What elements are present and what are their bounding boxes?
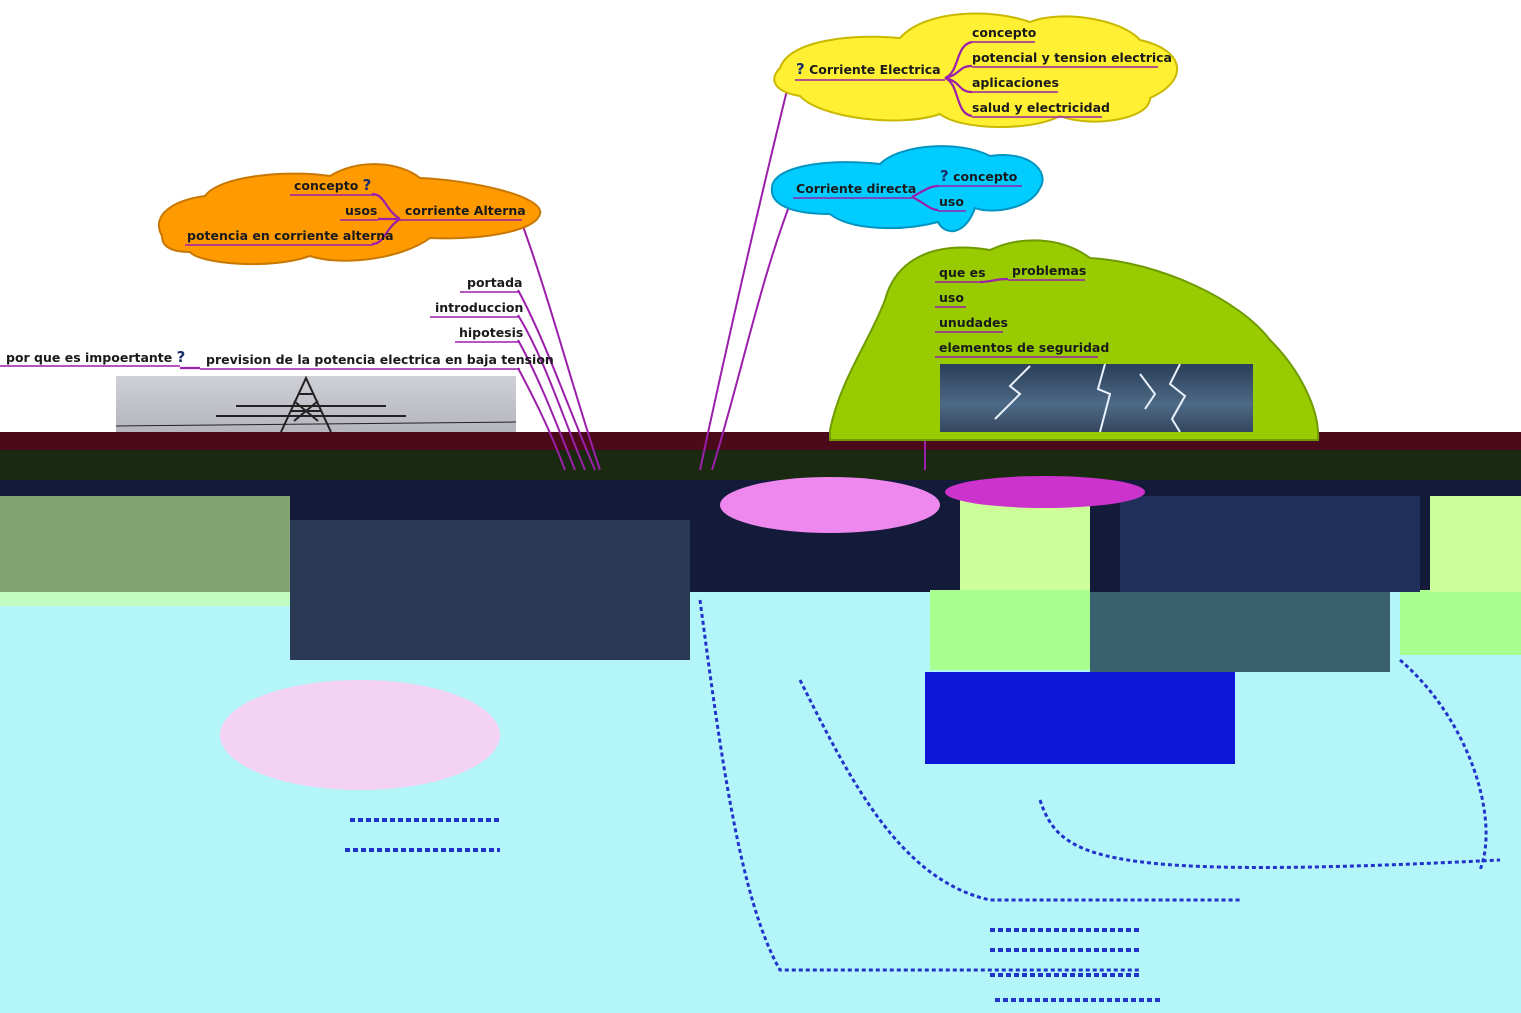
lightning-bolts: [994, 364, 1187, 432]
direct-child-uso[interactable]: uso: [939, 194, 964, 209]
electric-child-potencial[interactable]: potencial y tension electrica: [972, 50, 1172, 65]
corruption-block: [1430, 496, 1521, 592]
electric-child-concepto[interactable]: concepto: [972, 25, 1037, 40]
question-mark-icon: ?: [176, 348, 186, 366]
alternating-cloud: [157, 163, 542, 266]
corruption-blob: [720, 477, 940, 533]
electric-child-aplicaciones[interactable]: aplicaciones: [972, 75, 1059, 90]
corruption-line: [798, 679, 1240, 902]
corruption-line: [345, 818, 500, 852]
far-left-node[interactable]: por que es impoertante ?: [6, 348, 186, 366]
green-child-uso[interactable]: uso: [939, 290, 964, 305]
corruption-block: [925, 672, 1235, 764]
alternating-child-usos[interactable]: usos: [345, 203, 378, 218]
corruption-block: [930, 590, 1090, 670]
label-underlines: [0, 41, 1158, 370]
corruption-line: [1038, 799, 1501, 869]
topic-portada[interactable]: portada: [467, 275, 523, 290]
corruption-block: [1120, 496, 1420, 592]
electric-title: Corriente Electrica: [809, 62, 941, 77]
lightning-photo: [940, 364, 1253, 432]
green-child-que-es[interactable]: que es: [939, 265, 986, 280]
corruption-block: [960, 496, 1090, 592]
corruption-line: [698, 599, 1140, 972]
direct-cloud: [770, 145, 1044, 233]
question-mark-icon: ?: [796, 60, 805, 78]
corruption-blob: [945, 476, 1145, 508]
question-mark-icon: ?: [940, 167, 949, 185]
power-tower-photo: [116, 376, 516, 432]
topic-prevision[interactable]: prevision de la potencia electrica en ba…: [206, 352, 554, 367]
direct-child-concepto[interactable]: ? concepto: [940, 167, 1018, 185]
green-sub-problemas[interactable]: problemas: [1012, 263, 1087, 278]
green-child-unudades[interactable]: unudades: [939, 315, 1008, 330]
corruption-block: [290, 520, 690, 660]
corruption-blob: [220, 680, 500, 790]
electric-node[interactable]: ? Corriente Electrica: [796, 60, 941, 78]
corruption-block: [1090, 592, 1390, 672]
tower-silhouette: [116, 376, 516, 432]
corruption-block: [1400, 590, 1521, 655]
corruption-block: [0, 496, 290, 606]
green-child-elementos[interactable]: elementos de seguridad: [939, 340, 1110, 355]
electric-cloud: [773, 12, 1179, 128]
topic-introduccion[interactable]: introduccion: [435, 300, 524, 315]
question-mark-icon: ?: [362, 176, 372, 194]
branch-connectors: [180, 40, 1009, 370]
alternating-child-potencia[interactable]: potencia en corriente alterna: [187, 228, 394, 243]
direct-node[interactable]: Corriente directa: [796, 181, 917, 196]
electric-child-salud[interactable]: salud y electricidad: [972, 100, 1110, 115]
alternating-child-concepto[interactable]: concepto ?: [294, 176, 372, 194]
corruption-band: [0, 450, 1521, 480]
topic-hipotesis[interactable]: hipotesis: [459, 325, 524, 340]
alternating-node[interactable]: corriente Alterna: [405, 203, 526, 218]
corruption-line: [990, 928, 1160, 1002]
